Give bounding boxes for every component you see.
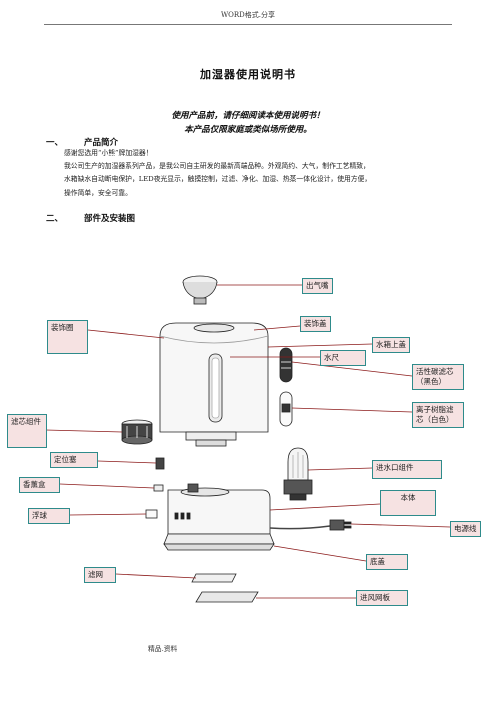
section-1-heading: 产品简介 [84,138,119,148]
page-header: WORD格式.分享 [220,11,276,19]
label-inlet-grille: 进风网板 [356,590,408,606]
label-main-body: 本体 [380,490,436,516]
inlet-assembly-drawing [283,447,313,501]
label-trim-ring: 装饰圈 [47,320,88,354]
power-cord-drawing [269,519,352,531]
intro-line: 操作简单，安全可靠。 [64,188,132,197]
label-aroma-box: 香薰盒 [19,477,60,493]
label-tank-top-cover: 水箱上盖 [372,337,410,353]
water-tank-drawing [159,322,269,447]
aroma-box-drawing [153,484,164,492]
label-resin-filter: 离子树脂滤芯（白色） [412,402,464,428]
intro-line: 我公司生产的加湿器系列产品，是我公司自主研发的最新高端品种。外观简约、大气，制作… [64,162,370,171]
label-filter-assembly: 滤芯组件 [7,414,47,448]
locating-plug-drawing [155,457,165,470]
label-power-cord: 电源线 [450,521,481,537]
label-water-gauge: 水尺 [320,350,366,366]
filter-net-drawing [191,573,237,583]
notice-read-manual: 使用产品前，请仔细阅读本使用说明书！ [171,111,325,121]
section-2-number: 二、 [46,214,64,224]
float-drawing [145,509,158,519]
filter-assembly-drawing [121,419,153,445]
resin-filter-drawing [279,391,293,427]
notice-home-use: 本产品仅限家庭或类似场所使用。 [184,125,312,135]
main-body-drawing [163,483,275,551]
label-carbon-filter: 活性碳滤芯（黑色） [412,364,464,390]
section-2-heading: 部件及安装图 [84,214,136,224]
label-locating-plug: 定位塞 [50,452,98,468]
carbon-filter-drawing [279,347,293,383]
document-title: 加湿器使用说明书 [200,68,296,81]
leader-lines [45,284,451,599]
label-bottom-cover: 底盖 [366,554,408,570]
label-outlet-nozzle: 出气嘴 [302,278,333,294]
section-1-number: 一、 [46,138,64,148]
section-1-body: 感谢您选用“小熊”牌加湿器！ 我公司生产的加湿器系列产品，是我公司自主研发的最新… [64,147,454,200]
header-rule [44,24,452,25]
label-trim-cover: 装饰盖 [300,316,331,332]
page-footer: 精品.资料 [148,645,178,653]
intro-line: 感谢您选用“小熊”牌加湿器！ [64,149,153,157]
label-filter-net: 滤网 [84,567,116,583]
intro-line: 水箱缺水自动断电保护，LED夜光显示，触摸控制，过滤、净化、加湿、热蒸一体化设计… [64,175,372,184]
label-inlet-assembly: 进水口组件 [372,460,442,479]
inlet-grille-drawing [195,591,259,603]
outlet-nozzle-drawing [182,275,218,305]
label-float-ball: 浮球 [28,508,70,524]
